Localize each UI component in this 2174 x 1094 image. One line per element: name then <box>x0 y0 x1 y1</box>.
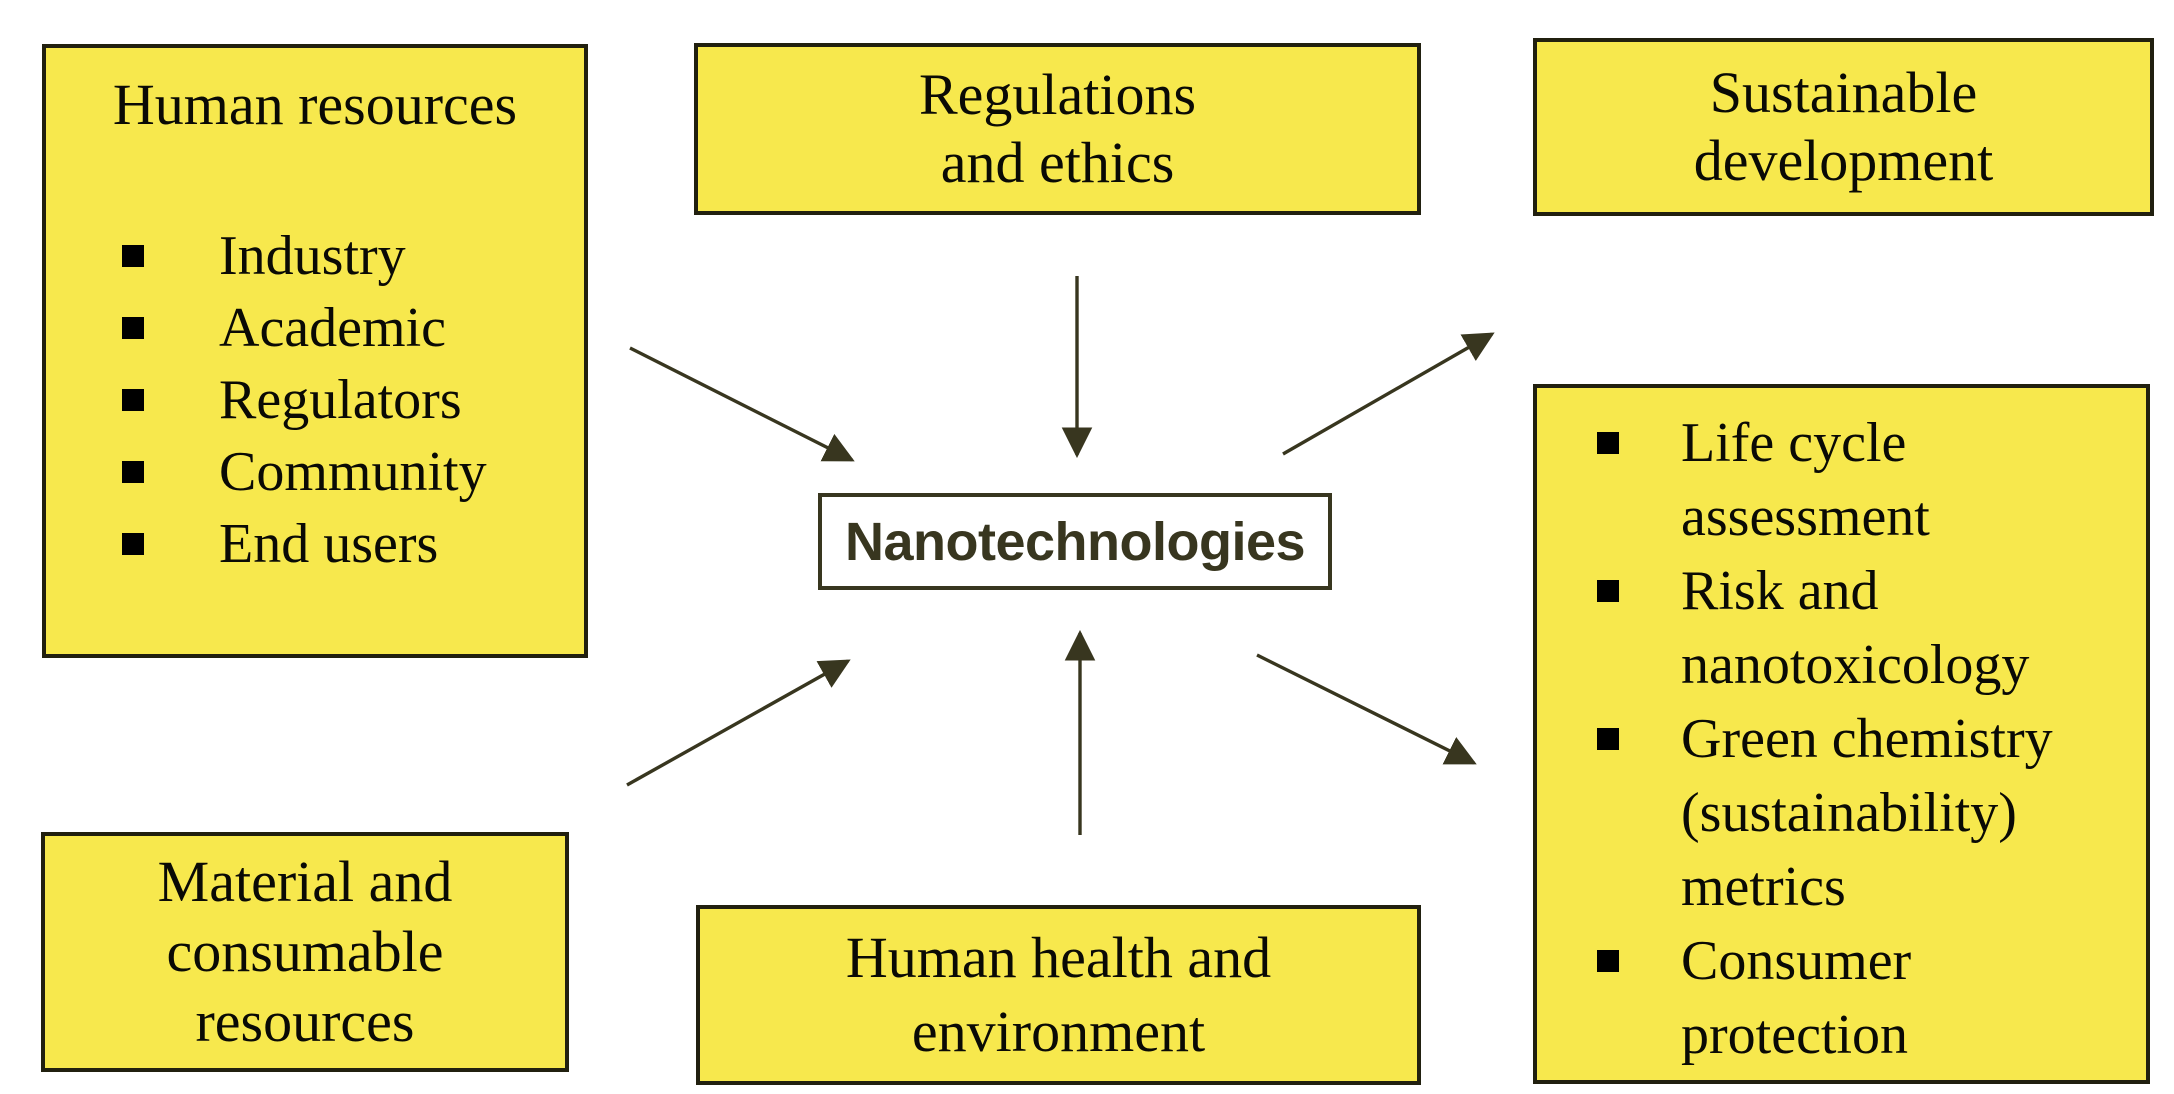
human-health-environment-box: Human health and environment <box>696 905 1421 1085</box>
box-title-line: development <box>1693 128 1994 193</box>
human-resources-title: Human resources <box>112 72 518 137</box>
material-resources-box: Material and consumable resources <box>41 832 569 1072</box>
arrow-nanotechnologies-box-to-right-topics-box <box>1256 653 1477 765</box>
list-item-text: End users <box>219 513 439 575</box>
list-item-text: Green chemistry (sustainability) metrics <box>1681 708 2053 918</box>
arrow-nanotechnologies-box-to-sustainable-development-box <box>1282 332 1495 456</box>
regulations-ethics-box: Regulations and ethics <box>694 43 1421 215</box>
list-item-text: Life cycle assessment <box>1681 412 1930 548</box>
box-title-line: environment <box>911 999 1206 1064</box>
list-item: Green chemistry (sustainability) metrics <box>1597 702 2132 924</box>
box-title-line: Human health and <box>845 925 1272 990</box>
square-bullet-icon <box>122 461 144 483</box>
list-item: Consumer protection <box>1597 924 2132 1072</box>
square-bullet-icon <box>1597 580 1619 602</box>
list-item-text: Industry <box>219 225 406 287</box>
right-topics-box: Life cycle assessment Risk and nanotoxic… <box>1533 384 2150 1084</box>
list-item: Regulators <box>122 364 584 436</box>
square-bullet-icon <box>122 245 144 267</box>
list-item: Risk and nanotoxicology <box>1597 554 2132 702</box>
box-title-line: Regulations <box>918 62 1197 127</box>
list-item: Life cycle assessment <box>1597 406 2132 554</box>
square-bullet-icon <box>1597 432 1619 454</box>
human-resources-box: Human resources Industry Academic Regula… <box>42 44 588 658</box>
square-bullet-icon <box>1597 728 1619 750</box>
square-bullet-icon <box>122 533 144 555</box>
square-bullet-icon <box>122 317 144 339</box>
list-item-text: Consumer protection <box>1681 930 1912 1066</box>
right-topics-list: Life cycle assessment Risk and nanotoxic… <box>1537 406 2146 1072</box>
human-resources-list: Industry Academic Regulators Community E… <box>46 220 584 580</box>
square-bullet-icon <box>122 389 144 411</box>
sustainable-development-box: Sustainable development <box>1533 38 2154 216</box>
box-title-line: Material and <box>157 849 453 914</box>
box-title-line: Sustainable <box>1709 60 1978 125</box>
list-item-text: Academic <box>219 297 446 359</box>
list-item: End users <box>122 508 584 580</box>
list-item-text: Risk and nanotoxicology <box>1681 560 2030 696</box>
list-item: Academic <box>122 292 584 364</box>
list-item: Industry <box>122 220 584 292</box>
box-title-line: and ethics <box>940 130 1175 195</box>
list-item: Community <box>122 436 584 508</box>
list-item-text: Community <box>219 441 487 503</box>
arrow-human-resources-box-to-nanotechnologies-box <box>629 346 855 462</box>
list-item-text: Regulators <box>219 369 462 431</box>
box-title-line: resources <box>195 989 415 1054</box>
arrow-material-resources-box-to-nanotechnologies-box <box>626 659 851 787</box>
square-bullet-icon <box>1597 950 1619 972</box>
nanotechnologies-label: Nanotechnologies <box>844 511 1306 572</box>
box-title-line: consumable <box>166 919 444 984</box>
nanotechnologies-box: Nanotechnologies <box>818 493 1332 590</box>
